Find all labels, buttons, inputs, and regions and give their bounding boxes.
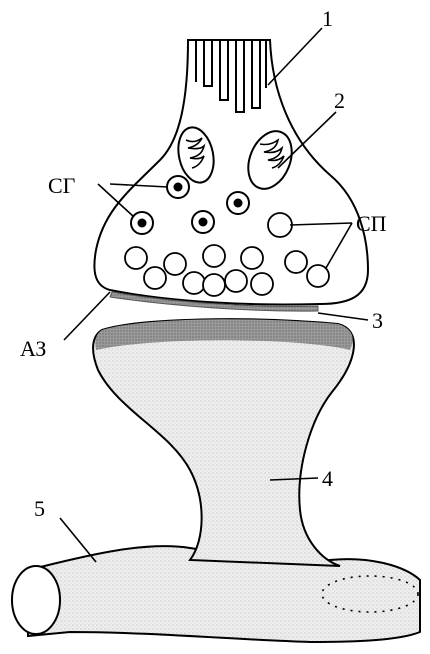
label-1: 1 xyxy=(322,6,333,31)
clear-vesicle xyxy=(203,274,225,296)
clear-vesicle xyxy=(144,267,166,289)
dendrite-cross-section xyxy=(12,566,60,634)
label-3: 3 xyxy=(372,308,383,333)
clear-vesicle xyxy=(241,247,263,269)
clear-vesicle xyxy=(164,253,186,275)
clear-vesicle xyxy=(251,273,273,295)
clear-vesicle xyxy=(285,251,307,273)
clear-vesicle xyxy=(183,272,205,294)
clear-vesicle xyxy=(203,245,225,267)
clear-vesicle xyxy=(225,270,247,292)
granular-vesicle xyxy=(192,211,214,233)
clear-vesicle xyxy=(268,213,292,237)
granular-vesicle xyxy=(167,176,189,198)
label-sp: СП xyxy=(356,211,387,236)
label-sg: СГ xyxy=(48,173,76,198)
label-4: 4 xyxy=(322,466,333,491)
label-2: 2 xyxy=(334,88,345,113)
clear-vesicle xyxy=(307,265,329,287)
granular-vesicle xyxy=(227,192,249,214)
dendritic-spine xyxy=(93,319,354,566)
clear-vesicle xyxy=(125,247,147,269)
granular-vesicle xyxy=(131,212,153,234)
label-az: АЗ xyxy=(20,336,46,361)
label-5: 5 xyxy=(34,496,45,521)
